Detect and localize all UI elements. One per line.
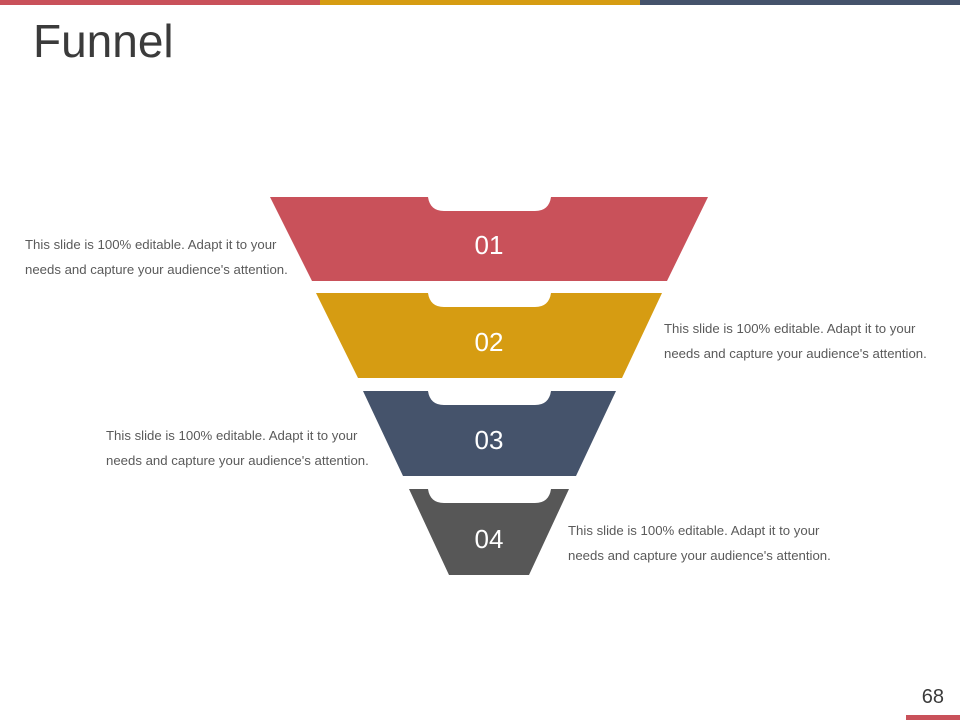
page-number-accent: [906, 715, 960, 720]
page-number: 68: [921, 686, 944, 708]
top-accent-navy: [640, 0, 960, 5]
stage-3-description-line1: This slide is 100% editable. Adapt it to…: [106, 428, 358, 443]
stage-3-description: This slide is 100% editable. Adapt it to…: [106, 423, 369, 473]
stage-4-description-line1: This slide is 100% editable. Adapt it to…: [568, 523, 820, 538]
stage-3-description-line2: needs and capture your audience's attent…: [106, 453, 369, 468]
top-accent-gold: [320, 0, 640, 5]
slide-title: Funnel: [33, 15, 174, 67]
stage-4-description: This slide is 100% editable. Adapt it to…: [568, 518, 831, 568]
funnel-stage-4-shape: [409, 489, 569, 575]
funnel-stage-1-number: 01: [475, 230, 504, 260]
funnel-stage-1-shape: [270, 197, 708, 281]
funnel-stage-2-shape: [316, 293, 662, 378]
funnel-stage-3-shape: [363, 391, 616, 476]
stage-4-description-line2: needs and capture your audience's attent…: [568, 548, 831, 563]
funnel-stage-4-number: 04: [475, 524, 504, 554]
stage-2-description-line2: needs and capture your audience's attent…: [664, 346, 927, 361]
stage-2-description: This slide is 100% editable. Adapt it to…: [664, 316, 927, 366]
stage-1-description-line1: This slide is 100% editable. Adapt it to…: [25, 237, 277, 252]
stage-1-description-line2: needs and capture your audience's attent…: [25, 262, 288, 277]
funnel-stage-2-number: 02: [475, 327, 504, 357]
funnel-stage-3-number: 03: [475, 425, 504, 455]
stage-1-description: This slide is 100% editable. Adapt it to…: [25, 232, 288, 282]
top-accent-red: [0, 0, 320, 5]
stage-2-description-line1: This slide is 100% editable. Adapt it to…: [664, 321, 916, 336]
top-accent-bar: [0, 0, 960, 5]
